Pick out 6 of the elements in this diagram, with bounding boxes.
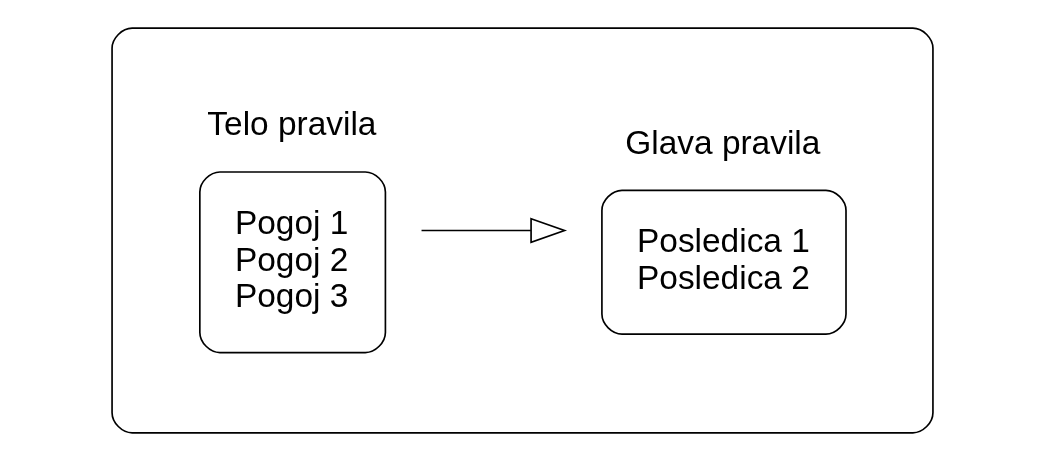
- node-label: Glava pravila: [624, 123, 820, 161]
- node-label: Telo pravila: [206, 105, 376, 143]
- node-box: Posledica 1 Posledica 2: [600, 189, 847, 335]
- node-box: Pogoj 1 Pogoj 2 Pogoj 3: [198, 171, 386, 354]
- arrow: [420, 217, 567, 244]
- cluster: [110, 27, 934, 434]
